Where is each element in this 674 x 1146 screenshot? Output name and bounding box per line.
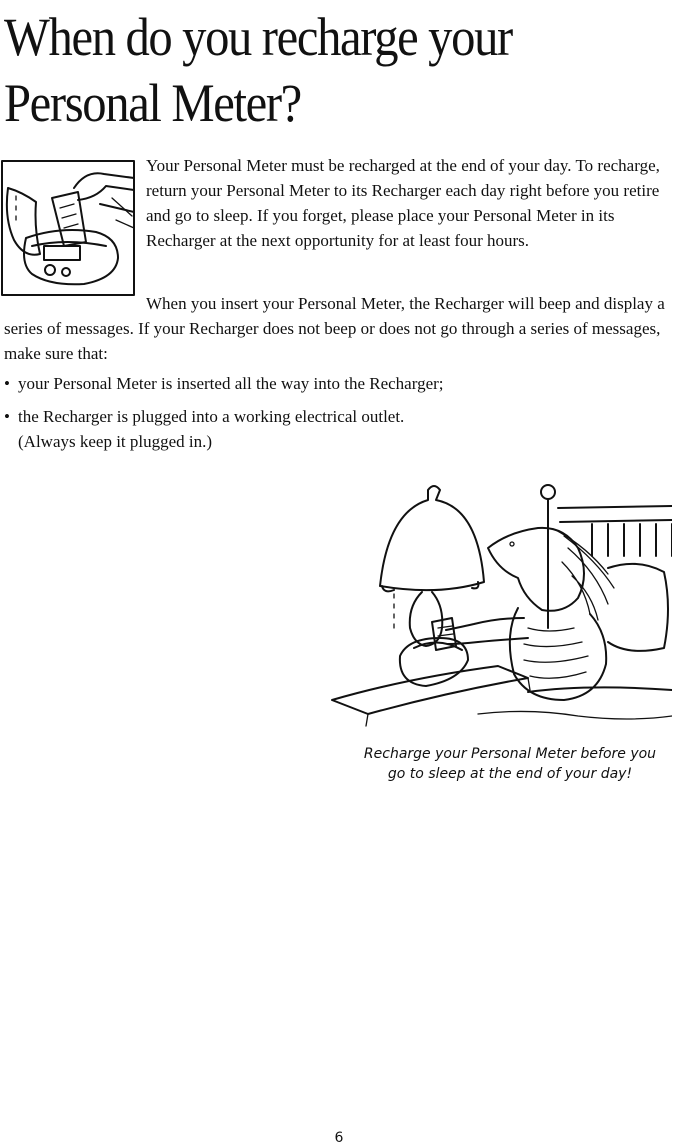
bullet-inserted: your Personal Meter is inserted all the … (4, 371, 672, 396)
checklist: your Personal Meter is inserted all the … (4, 371, 672, 462)
title-line-2: Personal Meter? (4, 73, 302, 133)
title-line-1: When do you recharge your (4, 7, 513, 67)
page-title: When do you recharge your Personal Meter… (4, 4, 605, 136)
illustration-caption: Recharge your Personal Meter before you … (352, 744, 668, 784)
paragraph-recharge-instructions: Your Personal Meter must be recharged at… (146, 156, 660, 250)
paragraph-insert-meter: When you insert your Personal Meter, the… (4, 294, 665, 363)
bullet-text: your Personal Meter is inserted all the … (18, 374, 444, 393)
bedtime-illustration (331, 484, 672, 727)
page-number: 6 (334, 1130, 344, 1146)
caption-line-2: go to sleep at the end of your day! (387, 766, 633, 782)
recharger-illustration (1, 160, 135, 296)
bullet-note: (Always keep it plugged in.) (18, 432, 213, 451)
caption-line-1: Recharge your Personal Meter before you (363, 746, 657, 762)
bullet-text: the Recharger is plugged into a working … (18, 407, 405, 426)
bullet-plugged-in: the Recharger is plugged into a working … (4, 404, 672, 454)
